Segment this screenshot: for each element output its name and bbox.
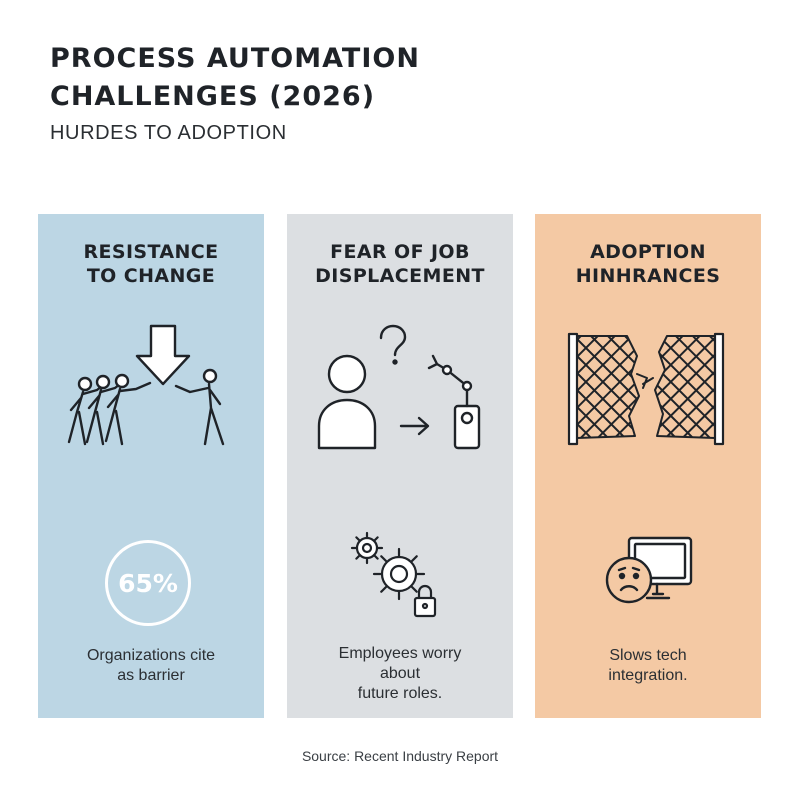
panel-description: Employees worry about future roles.	[287, 644, 513, 704]
page-title: PROCESS AUTOMATION CHALLENGES (2026)	[50, 40, 420, 116]
panel-resistance-to-change: RESISTANCE TO CHANGE 65% Organizations c…	[38, 214, 264, 718]
panel-title-line-2: TO CHANGE	[86, 265, 216, 287]
panel-title-line-2: HINHRANCES	[575, 265, 721, 287]
page-subtitle: HURDES TO ADOPTION	[50, 122, 287, 144]
person-robot-arm-icon	[287, 314, 513, 464]
stat-circle: 65%	[105, 540, 191, 626]
desc-line-1: Slows tech	[609, 647, 687, 664]
panel-title-line-1: FEAR OF JOB	[330, 241, 470, 263]
panel-description: Organizations cite as barrier	[38, 646, 264, 686]
desc-line-1: Employees worry	[338, 645, 462, 662]
panel-title-line-1: RESISTANCE	[83, 241, 219, 263]
gears-lock-icon	[337, 524, 463, 624]
desc-line-2: as barrier	[117, 667, 185, 684]
title-line-2: CHALLENGES (2026)	[50, 81, 376, 112]
panel-fear-of-job-displacement: FEAR OF JOB DISPLACEMENT	[287, 214, 513, 718]
panel-title: ADOPTION HINHRANCES	[535, 240, 761, 288]
panel-title: FEAR OF JOB DISPLACEMENT	[287, 240, 513, 288]
desc-line-2: about	[379, 665, 421, 682]
sad-monitor-icon	[585, 524, 711, 624]
source-note: Source: Recent Industry Report	[301, 748, 499, 764]
panel-title-line-1: ADOPTION	[590, 241, 706, 263]
title-line-1: PROCESS AUTOMATION	[50, 43, 420, 74]
desc-line-2: integration.	[608, 667, 688, 684]
panel-title-line-2: DISPLACEMENT	[315, 265, 485, 287]
broken-fence-icon	[535, 314, 761, 464]
people-pushing-arrow-icon	[38, 314, 264, 464]
panel-title: RESISTANCE TO CHANGE	[38, 240, 264, 288]
desc-line-1: Organizations cite	[86, 647, 216, 664]
panel-description: Slows tech integration.	[535, 646, 761, 686]
desc-line-3: future roles.	[357, 685, 443, 702]
panel-adoption-hindrances: ADOPTION HINHRANCES	[535, 214, 761, 718]
